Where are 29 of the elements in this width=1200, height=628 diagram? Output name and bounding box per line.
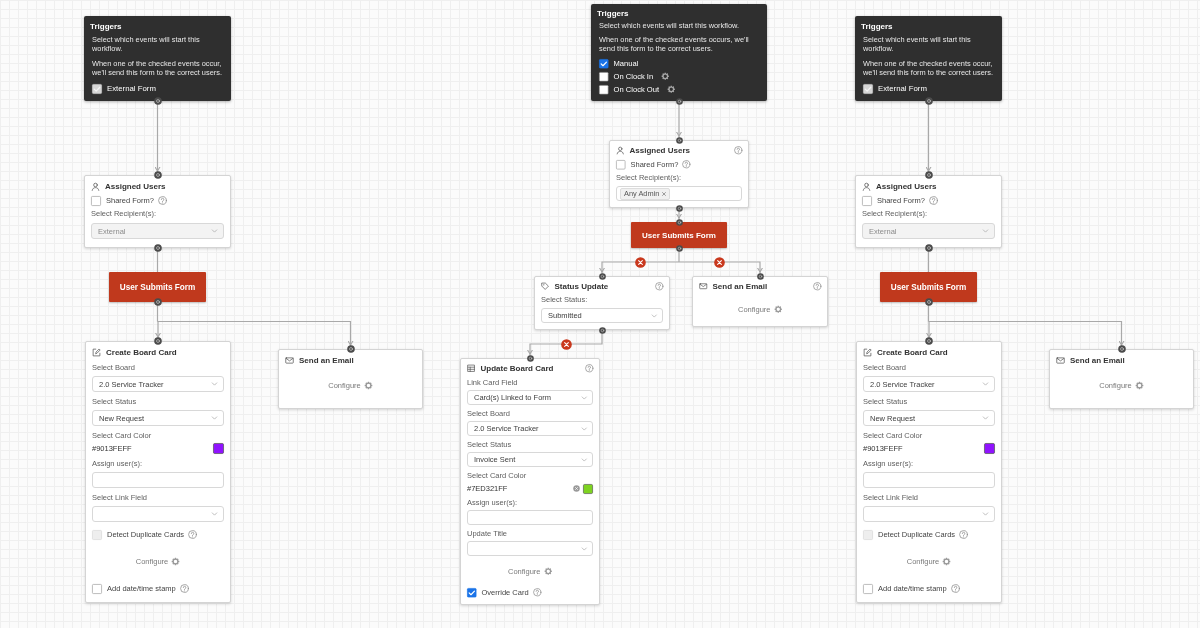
card-title: Triggers	[597, 8, 629, 19]
card-title: Triggers	[861, 21, 893, 32]
trigger-card	[855, 16, 1002, 101]
step-card	[856, 341, 1002, 603]
card-title: Send an Email	[299, 355, 354, 366]
card-title: Assigned Users	[105, 181, 166, 192]
trigger-card	[84, 16, 231, 101]
step-card	[855, 175, 1002, 248]
step-card	[84, 175, 231, 248]
step-card	[534, 276, 670, 330]
card-title: Status Update	[554, 281, 609, 292]
card-title: Assigned Users	[876, 181, 937, 192]
event-block: User Submits Form	[631, 222, 727, 248]
step-card	[278, 349, 423, 409]
step-card	[609, 140, 749, 208]
step-card	[85, 341, 231, 603]
trigger-card	[591, 4, 767, 101]
card-title: Triggers	[90, 21, 122, 32]
card-title: Send an Email	[1070, 355, 1125, 366]
step-card	[460, 358, 600, 605]
step-card	[692, 276, 828, 327]
event-block: User Submits Form	[880, 272, 977, 302]
step-card	[1049, 349, 1194, 409]
card-title: Assigned Users	[629, 145, 690, 156]
card-title: Send an Email	[712, 281, 768, 292]
card-title: Create Board Card	[106, 347, 177, 358]
card-title: Create Board Card	[877, 347, 948, 358]
card-title: Update Board Card	[480, 363, 554, 374]
event-block: User Submits Form	[109, 272, 206, 302]
